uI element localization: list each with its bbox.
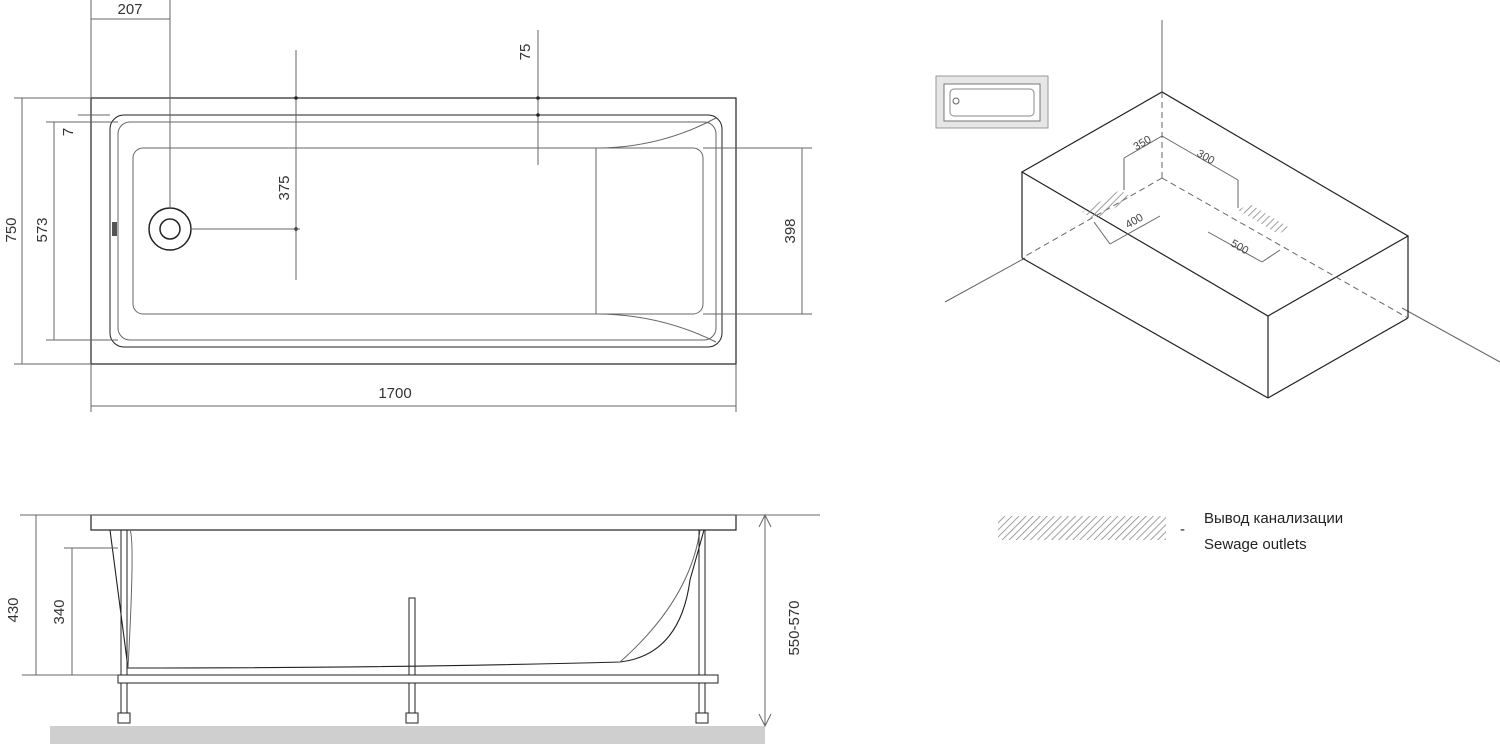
support-legs bbox=[117, 529, 709, 724]
bathtub-inner-edge bbox=[117, 121, 717, 341]
legend-hatch-swatch bbox=[998, 516, 1166, 540]
dim-400: 400 bbox=[1124, 212, 1146, 232]
iso-view: 350 300 400 500 bbox=[935, 20, 1500, 399]
bathtub-body-side bbox=[109, 529, 705, 669]
dim-550-570: 550-570 bbox=[786, 600, 803, 655]
bathtub-outer-rim bbox=[90, 97, 737, 365]
dim-340: 340 bbox=[51, 599, 68, 624]
dim-573: 573 bbox=[34, 217, 51, 242]
legend-label-ru: Вывод канализации bbox=[1204, 510, 1343, 527]
bathtub-box-top bbox=[1020, 91, 1410, 317]
support-frame bbox=[117, 674, 719, 684]
bathtub-bottom bbox=[132, 147, 704, 315]
legend-dash: - bbox=[1180, 521, 1185, 538]
bathtub-inner-rim bbox=[109, 114, 723, 348]
legend: - Вывод канализации Sewage outlets bbox=[998, 510, 1343, 553]
dim-750: 750 bbox=[3, 217, 20, 242]
drain-icon bbox=[148, 207, 192, 251]
bathtub-thumbnail bbox=[935, 75, 1049, 129]
top-view: 207 75 7 750 573 375 398 bbox=[3, 0, 812, 412]
floor bbox=[50, 726, 765, 744]
dim-350: 350 bbox=[1132, 134, 1154, 154]
legend-label-en: Sewage outlets bbox=[1204, 536, 1307, 553]
dim-75: 75 bbox=[517, 44, 534, 61]
dim-398: 398 bbox=[782, 218, 799, 243]
dim-375: 375 bbox=[276, 175, 293, 200]
side-view: 430 340 550-570 bbox=[5, 513, 820, 744]
dim-300: 300 bbox=[1195, 148, 1217, 168]
dim-207: 207 bbox=[117, 1, 142, 18]
bathtub-rim-side bbox=[90, 514, 737, 531]
dim-1700: 1700 bbox=[378, 385, 411, 402]
sewage-outlet-left bbox=[1082, 190, 1132, 220]
dim-430: 430 bbox=[5, 597, 22, 622]
dim-7: 7 bbox=[60, 128, 77, 136]
sewage-outlet-right bbox=[1238, 204, 1290, 234]
